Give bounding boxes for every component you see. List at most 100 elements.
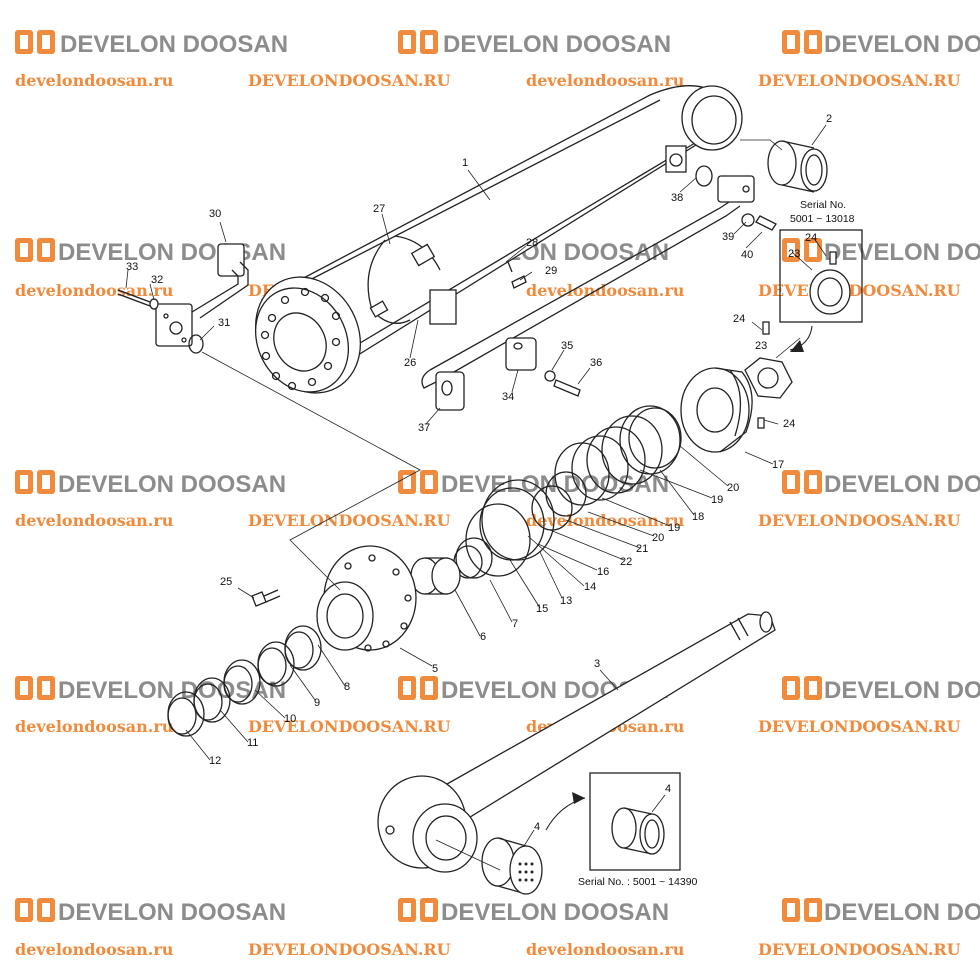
- brand-logo: [782, 30, 822, 54]
- brand-logo: [15, 470, 55, 494]
- bolt-29-28: [507, 261, 527, 289]
- brand-logo: [782, 898, 822, 922]
- bushing-4: [481, 792, 586, 895]
- watermark-url: develondoosan.ru: [526, 281, 685, 300]
- callout-9: 9: [314, 697, 320, 709]
- callout-13: 13: [560, 595, 572, 607]
- watermark-url: develondoosan.ru: [15, 71, 174, 90]
- tube-pipe-left: [155, 243, 249, 347]
- watermark-url: develondoosan.ru: [526, 940, 685, 959]
- watermark-brand: DEVELON DOOSAN: [443, 31, 671, 58]
- watermark-url: DEVELONDOOSAN.RU: [758, 511, 961, 530]
- piston-17: [680, 367, 753, 453]
- watermark-url: DEVELONDOOSAN.RU: [248, 940, 451, 959]
- callout-1: 1: [462, 157, 468, 169]
- watermark-brand: DEVELON DOOSAN: [58, 471, 286, 498]
- nut-inset: [779, 229, 863, 352]
- bolt-set-33-32: [117, 289, 159, 310]
- callout-39: 39: [722, 231, 734, 243]
- watermark-url: develondoosan.ru: [15, 940, 174, 959]
- watermark-brand: DEVELON DOOSAN: [824, 899, 980, 926]
- watermark-brand: DEVELON DOOSAN: [824, 239, 980, 266]
- callout-4b: 4: [665, 783, 671, 795]
- callout-11: 11: [247, 737, 258, 749]
- bolt-40: [755, 215, 777, 231]
- brand-logo: [15, 898, 55, 922]
- callout-20b: 20: [652, 532, 664, 544]
- seals-8-12: [167, 625, 322, 737]
- callout-6: 6: [480, 631, 486, 643]
- watermark-url: develondoosan.ru: [526, 511, 685, 530]
- callout-25: 25: [220, 576, 232, 588]
- callout-27: 27: [373, 203, 385, 215]
- brand-logo: [398, 30, 438, 54]
- bushing-6: [410, 557, 461, 595]
- callout-23b: 23: [755, 340, 767, 352]
- watermark-url: DEVELONDOOSAN.RU: [758, 71, 961, 90]
- callout-19b: 19: [668, 522, 680, 534]
- watermark-url: DEVELONDOOSAN.RU: [248, 511, 451, 530]
- callout-17: 17: [772, 459, 784, 471]
- watermark-url: develondoosan.ru: [15, 281, 174, 300]
- watermark-row-4: DEVELON DOOSAN DEVELON DOOSAN DEVELON DO…: [15, 676, 980, 736]
- serial-range: 5001 ~ 13018: [790, 213, 855, 225]
- callout-40: 40: [741, 249, 753, 261]
- watermark-brand: DEVELON DOOSAN: [58, 239, 286, 266]
- callout-24a: 24: [805, 232, 817, 244]
- brand-logo: [782, 676, 822, 700]
- nut-23: [744, 321, 793, 429]
- callout-36: 36: [590, 357, 602, 369]
- watermark-url: DEVELONDOOSAN.RU: [758, 940, 961, 959]
- callout-24c: 24: [783, 418, 795, 430]
- watermark-row-5: DEVELON DOOSAN DEVELON DOOSAN DEVELON DO…: [15, 898, 980, 959]
- callout-30: 30: [209, 208, 221, 220]
- brand-logo: [15, 238, 55, 262]
- watermark-brand: DEVELON DOOSAN: [824, 31, 980, 58]
- callout-32: 32: [151, 274, 163, 286]
- watermark-row-3: DEVELON DOOSAN DEVELON DOOSAN DEVELON DO…: [15, 470, 980, 530]
- watermark-url: DEVELONDOOSAN.RU: [248, 717, 451, 736]
- callout-16: 16: [597, 566, 609, 578]
- callout-28: 28: [526, 237, 538, 249]
- callout-29: 29: [545, 265, 557, 277]
- callout-3: 3: [594, 658, 600, 670]
- brand-logo: [15, 676, 55, 700]
- watermark-url: develondoosan.ru: [15, 511, 174, 530]
- watermark-brand: DEVELON DOOSAN: [441, 899, 669, 926]
- callout-15: 15: [536, 603, 548, 615]
- seal-rings-18-22: [531, 405, 682, 531]
- watermark-brand: DEVELON DOOSAN: [824, 677, 980, 704]
- brand-logo: [398, 676, 438, 700]
- callout-31: 31: [218, 317, 230, 329]
- serial-range-bushing: Serial No. : 5001 ~ 14390: [578, 876, 698, 888]
- leader-lines: [125, 124, 827, 847]
- callout-10: 10: [284, 713, 296, 725]
- assembly-guide-lines: [201, 139, 783, 871]
- watermark-brand: DEVELON DOOSAN: [60, 31, 288, 58]
- callout-38: 38: [671, 192, 683, 204]
- callout-20a: 20: [727, 482, 739, 494]
- washer-35-bolt-36: [544, 370, 581, 397]
- watermark-url: DEVELONDOOSAN.RU: [248, 71, 451, 90]
- watermark-url: DEVELONDOOSAN.RU: [758, 281, 961, 300]
- watermark-url: develondoosan.ru: [526, 71, 685, 90]
- callout-21: 21: [636, 543, 648, 555]
- callout-4a: 4: [534, 821, 540, 833]
- callout-22: 22: [620, 556, 632, 568]
- bushing-2: [767, 140, 828, 193]
- callout-12: 12: [209, 755, 221, 767]
- o-ring-38: [695, 165, 713, 187]
- callout-7: 7: [512, 618, 518, 630]
- callout-labels: 1 2 3 4 4 5 6 7 8 9 10 11 12 13 14 15 16…: [126, 113, 832, 833]
- callout-23a: 23: [788, 248, 800, 260]
- cylinder-tube: [254, 85, 743, 394]
- bushing-inset: [589, 772, 681, 871]
- serial-label: Serial No.: [800, 199, 846, 211]
- brand-logo: [15, 30, 55, 54]
- watermark-url: develondoosan.ru: [15, 717, 174, 736]
- watermark-row-1: DEVELON DOOSAN DEVELON DOOSAN DEVELON DO…: [15, 30, 980, 90]
- watermark-url: DEVELONDOOSAN.RU: [758, 717, 961, 736]
- callout-33: 33: [126, 261, 138, 273]
